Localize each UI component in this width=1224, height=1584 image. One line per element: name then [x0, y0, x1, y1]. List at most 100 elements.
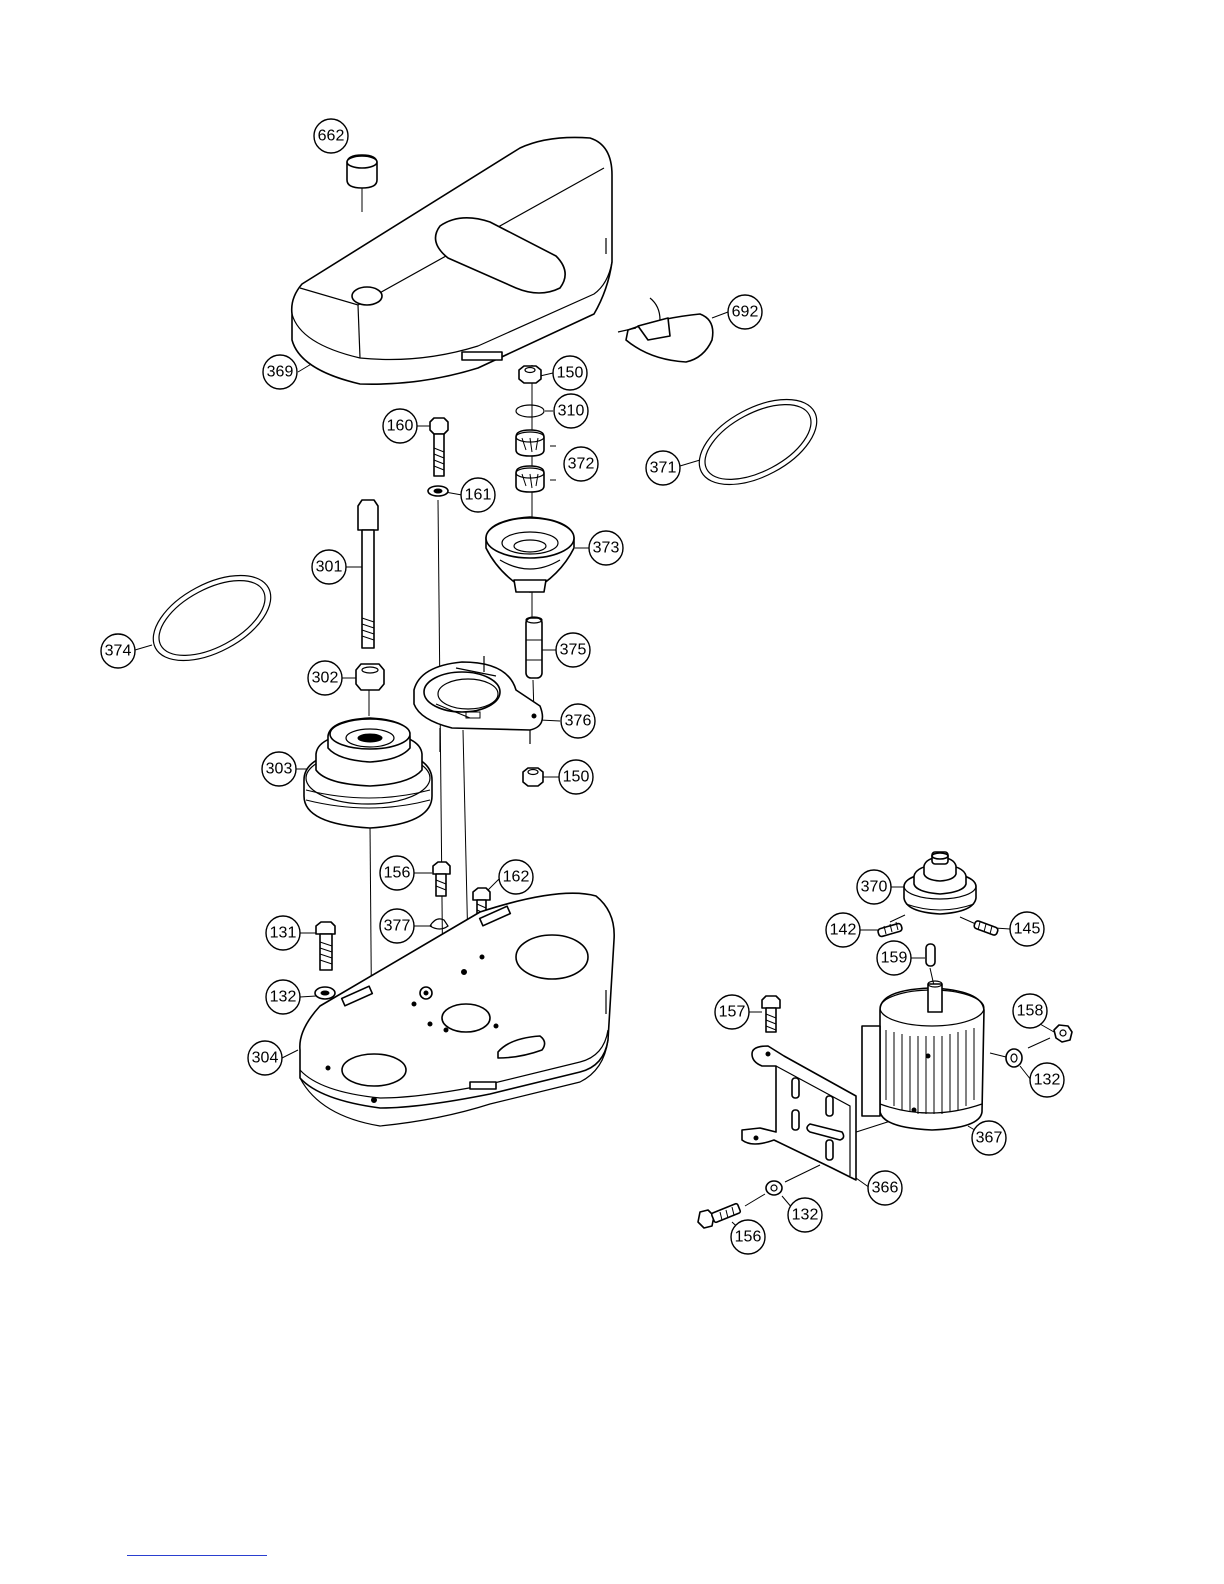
callout-372: 372: [564, 447, 598, 481]
callout-376: 376: [561, 704, 595, 738]
spindle-pulley-part-373: [486, 517, 574, 592]
callout-377: 377: [380, 909, 414, 943]
screw-part-156-upper: [433, 862, 450, 896]
callout-374: 374: [101, 634, 135, 668]
callout-132-bottom: 132: [788, 1198, 822, 1232]
callout-label: 375: [560, 642, 587, 659]
callout-label: 159: [881, 950, 908, 967]
callout-label: 662: [318, 128, 345, 145]
base-plate-part-304: [300, 893, 614, 1126]
callout-132-left: 132: [266, 980, 300, 1014]
callout-160: 160: [383, 409, 417, 443]
nut-part-158: [1054, 1025, 1072, 1042]
callout-label: 372: [568, 456, 595, 473]
callout-label: 157: [719, 1004, 746, 1021]
callout-303: 303: [262, 752, 296, 786]
callout-label: 150: [557, 365, 584, 382]
callout-label: 366: [872, 1180, 899, 1197]
set-screw-part-145: [973, 920, 998, 936]
callout-label: 132: [792, 1207, 819, 1224]
callout-label: 156: [735, 1229, 762, 1246]
callout-label: 132: [270, 989, 297, 1006]
callout-label: 132: [1034, 1072, 1061, 1089]
callout-label: 370: [861, 879, 888, 896]
bolt-part-160: [430, 418, 448, 476]
snap-ring-part-310: [516, 405, 544, 417]
callout-375: 375: [556, 633, 590, 667]
callout-label: 145: [1014, 921, 1041, 938]
callout-370: 370: [857, 870, 891, 904]
callout-label: 374: [105, 643, 132, 660]
clip-part-377: [430, 919, 448, 929]
callout-158: 158: [1013, 994, 1047, 1028]
callout-label: 160: [387, 418, 414, 435]
callout-label: 162: [503, 869, 530, 886]
nut-part-150-lower: [523, 768, 543, 786]
callout-302: 302: [308, 661, 342, 695]
latch-part-692: [618, 298, 713, 362]
callout-label: 302: [312, 670, 339, 687]
callout-157: 157: [715, 995, 749, 1029]
callout-label: 371: [650, 460, 677, 477]
washer-part-132-left: [315, 987, 335, 999]
bearing-part-372: [516, 430, 544, 492]
callout-label: 377: [384, 918, 411, 935]
knob-part-662: [347, 155, 377, 188]
callout-142: 142: [826, 913, 860, 947]
washer-part-132-right: [1006, 1049, 1022, 1067]
shaft-part-301: [358, 500, 378, 648]
callout-label: 131: [270, 925, 297, 942]
motor-bracket-part-366: [742, 1046, 856, 1180]
callout-692: 692: [728, 295, 762, 329]
callout-162: 162: [499, 860, 533, 894]
callout-310: 310: [554, 394, 588, 428]
callout-label: 376: [565, 713, 592, 730]
motor-pulley-part-370: [904, 852, 976, 914]
spindle-shaft-part-375: [526, 617, 542, 678]
callout-label: 158: [1017, 1003, 1044, 1020]
key-part-159: [926, 944, 935, 966]
callout-label: 310: [558, 403, 585, 420]
callout-132-right: 132: [1030, 1063, 1064, 1097]
callout-145: 145: [1010, 912, 1044, 946]
motor-part-367: [862, 981, 984, 1130]
callout-301: 301: [312, 550, 346, 584]
callout-304: 304: [248, 1041, 282, 1075]
belt-guard-cover-part-369: [292, 137, 612, 384]
callout-662: 662: [314, 119, 348, 153]
callout-369: 369: [263, 355, 297, 389]
callout-156-lower: 156: [731, 1220, 765, 1254]
callout-373: 373: [589, 531, 623, 565]
callout-label: 142: [830, 922, 857, 939]
screw-part-131: [316, 922, 335, 970]
callout-label: 692: [732, 304, 759, 321]
washer-part-132-bottom: [766, 1181, 782, 1195]
callout-366: 366: [868, 1171, 902, 1205]
callout-label: 156: [384, 865, 411, 882]
nut-part-150-top: [519, 366, 541, 383]
callout-150-lower: 150: [559, 760, 593, 794]
callout-371: 371: [646, 451, 680, 485]
callout-159: 159: [877, 941, 911, 975]
callout-161: 161: [461, 478, 495, 512]
callout-label: 367: [976, 1130, 1003, 1147]
callout-150-top: 150: [553, 356, 587, 390]
intermediate-pulley-part-303: [304, 718, 432, 828]
callout-label: 369: [267, 364, 294, 381]
callout-label: 304: [252, 1050, 279, 1067]
callout-131: 131: [266, 916, 300, 950]
nut-part-302: [356, 664, 384, 690]
callout-label: 373: [593, 540, 620, 557]
washer-part-161: [428, 486, 448, 496]
callout-label: 150: [563, 769, 590, 786]
footer-link-underline[interactable]: [127, 1555, 267, 1556]
bolt-part-157: [762, 996, 780, 1032]
callout-label: 303: [266, 761, 293, 778]
bracket-part-376: [414, 656, 542, 752]
callout-label: 161: [465, 487, 492, 504]
belt-part-374: [140, 558, 285, 678]
callout-367: 367: [972, 1121, 1006, 1155]
callout-label: 301: [316, 559, 343, 576]
callout-156-upper: 156: [380, 856, 414, 890]
